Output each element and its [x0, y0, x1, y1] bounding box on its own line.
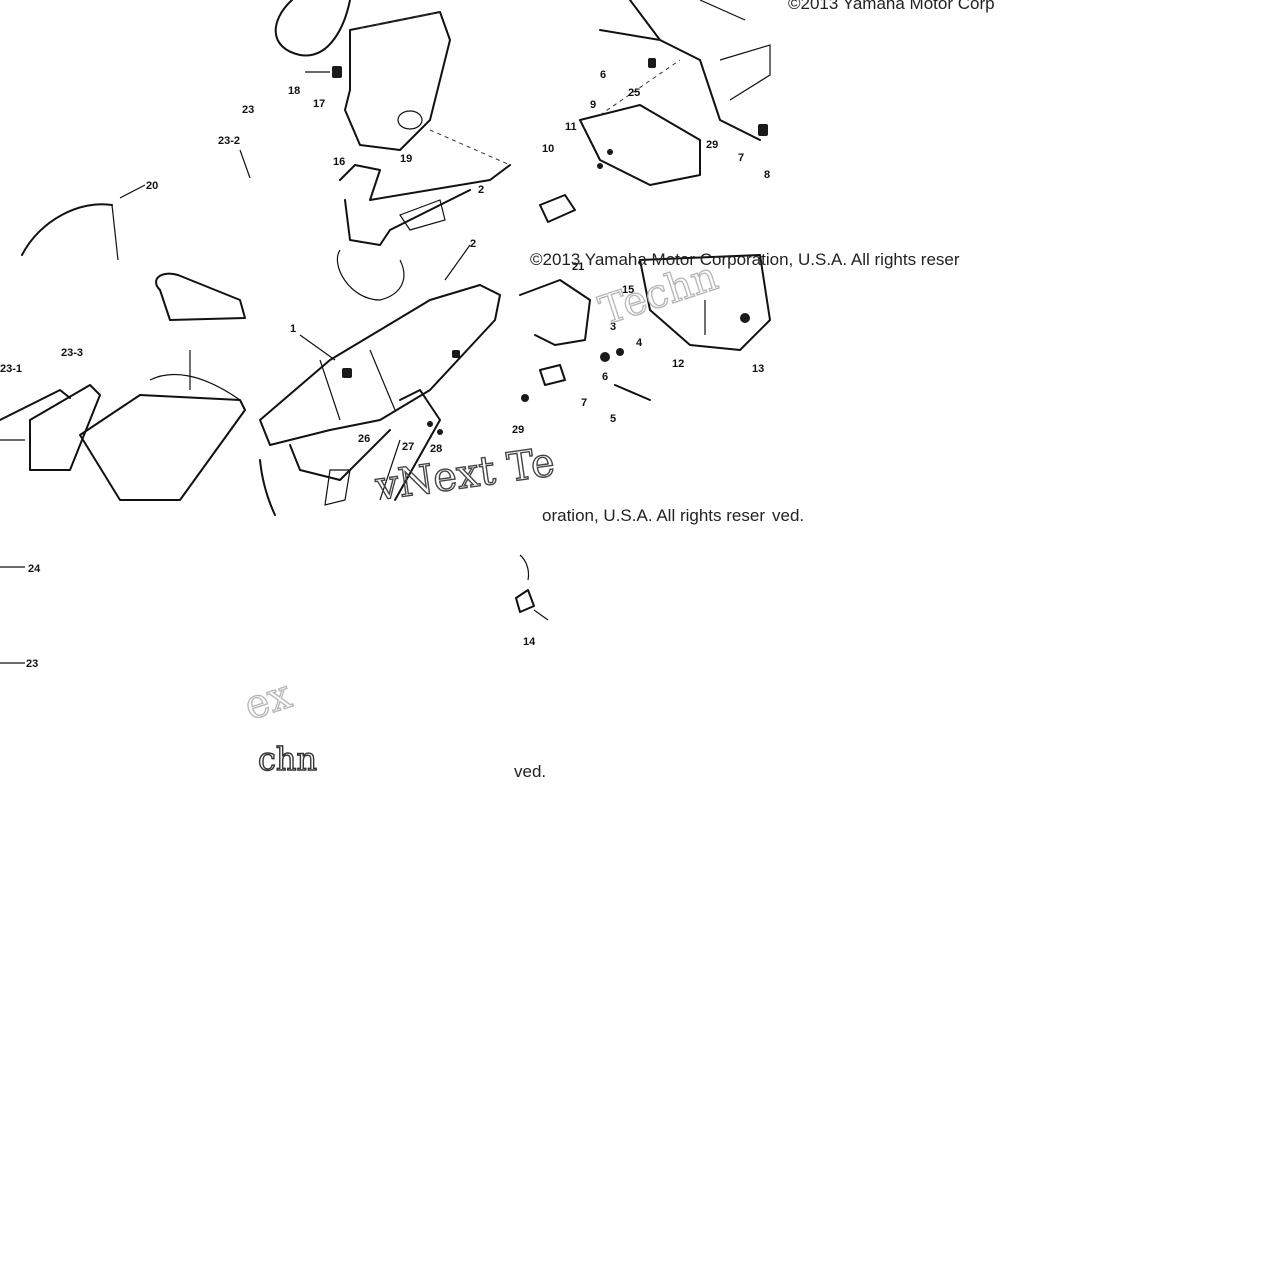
copyright-notice: ©2013 Yamaha Motor Corp [788, 0, 995, 13]
part-label: 15 [622, 284, 634, 296]
part-label: 6 [602, 371, 608, 383]
part-label: 4 [636, 337, 643, 349]
part-label: 6 [600, 69, 606, 81]
part-label: 29 [706, 139, 718, 151]
part-label: 1 [290, 323, 296, 335]
watermark-text: ex [239, 671, 298, 729]
part-label: 10 [542, 143, 554, 155]
part-label: 25 [628, 87, 640, 99]
part-label: 27 [402, 441, 414, 453]
part-label: 7 [738, 152, 744, 164]
copyright-notice: ved. [514, 762, 546, 781]
part-label: 23-2 [218, 135, 240, 147]
watermark-text: chn [258, 740, 317, 778]
watermark-text: vNext Te [372, 439, 558, 510]
part-label: 11 [565, 121, 577, 133]
part-label: 23-3 [61, 347, 83, 359]
part-label: 14 [523, 636, 536, 648]
part-label: 9 [590, 99, 596, 111]
part-label: 23 [26, 658, 38, 670]
copyright-notices: ©2013 Yamaha Motor Corp ©2013 Yamaha Mot… [514, 0, 995, 781]
copyright-notice: ©2013 Yamaha Motor Corporation, U.S.A. A… [530, 250, 960, 269]
part-label: 29 [512, 424, 524, 436]
part-label: 16 [333, 156, 345, 168]
part-label: 23 [242, 104, 254, 116]
part-label: 26 [358, 433, 370, 445]
part-label: 28 [430, 443, 442, 455]
part-label: 24 [28, 563, 41, 575]
part-label: 21 [572, 261, 584, 273]
part-label: 7 [581, 397, 587, 409]
part-label: 20 [146, 180, 158, 192]
part-label: 23-1 [0, 363, 22, 375]
part-label: 8 [764, 169, 770, 181]
copyright-notice: ved. [772, 506, 804, 525]
part-label: 3 [610, 321, 616, 333]
part-label: 2 [478, 184, 484, 196]
part-label: 2 [470, 238, 476, 250]
part-labels: 1 2 2 3 4 5 6 6 7 7 8 9 10 11 12 13 14 1… [0, 69, 770, 670]
part-label: 19 [400, 153, 412, 165]
part-label: 12 [672, 358, 684, 370]
part-label: 18 [288, 85, 300, 97]
part-label: 5 [610, 413, 616, 425]
part-label: 17 [313, 98, 325, 110]
copyright-notice: oration, U.S.A. All rights reser [542, 506, 765, 525]
part-label: 13 [752, 363, 764, 375]
frame-illustration [0, 0, 771, 664]
